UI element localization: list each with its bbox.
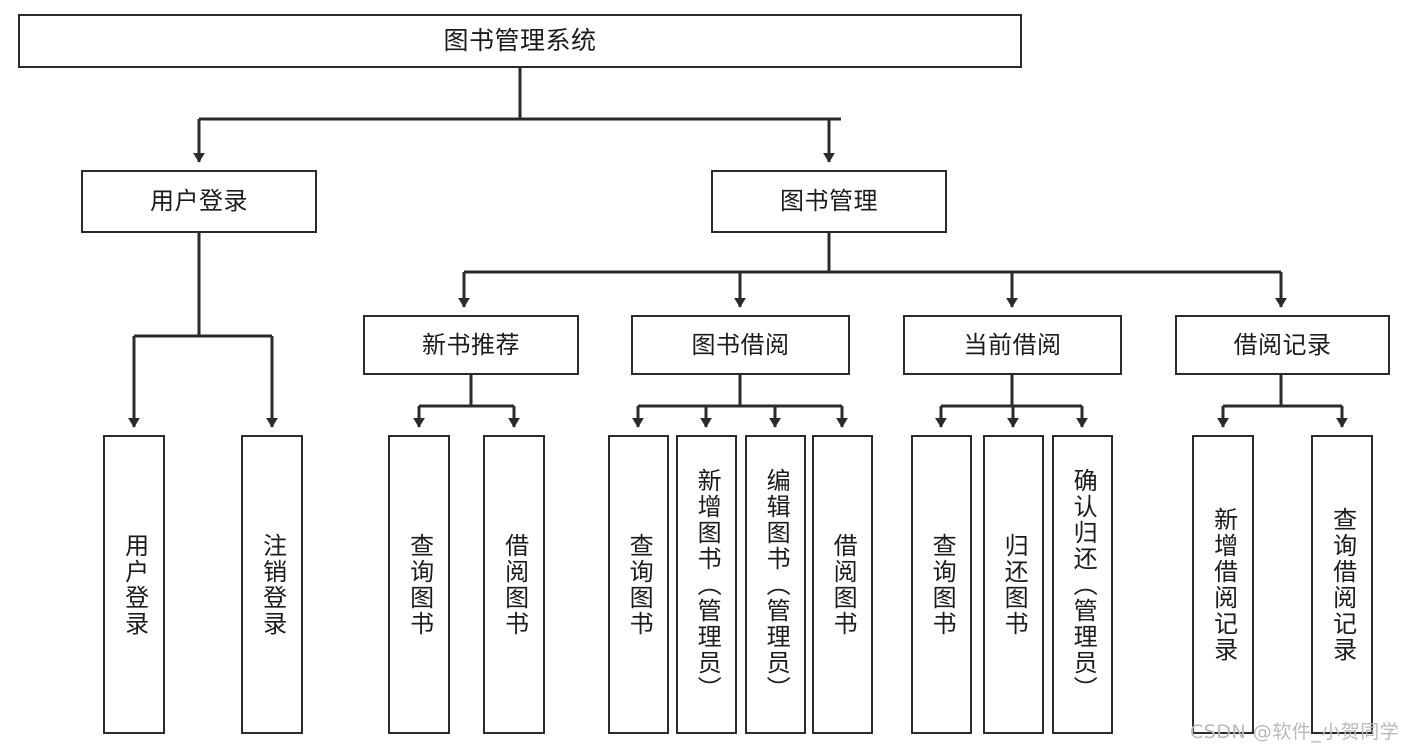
node-label: 图书借阅 — [691, 330, 790, 359]
node-label: 查询借阅记录 — [1328, 506, 1357, 663]
leaf-add-book-admin[interactable]: 新增图书（管理员） — [676, 435, 737, 734]
node-label: 归还图书 — [1000, 532, 1029, 637]
node-root-system[interactable]: 图书管理系统 — [18, 14, 1022, 68]
leaf-query-book-current[interactable]: 查询图书 — [911, 435, 972, 734]
node-label: 查询图书 — [928, 532, 957, 637]
node-label: 用户登录 — [150, 187, 248, 216]
node-label: 新书推荐 — [422, 330, 520, 359]
node-label: 图书管理 — [780, 187, 878, 216]
node-user-login[interactable]: 用户登录 — [81, 170, 317, 233]
node-label: 用户登录 — [120, 532, 149, 637]
leaf-borrow-book-recommend[interactable]: 借阅图书 — [483, 435, 545, 734]
leaf-query-borrow-record[interactable]: 查询借阅记录 — [1311, 435, 1373, 734]
node-label: 查询图书 — [405, 532, 434, 637]
leaf-user-login[interactable]: 用户登录 — [103, 435, 165, 734]
leaf-edit-book-admin[interactable]: 编辑图书（管理员） — [745, 435, 806, 734]
node-label: 注销登录 — [258, 532, 287, 637]
leaf-borrow-book[interactable]: 借阅图书 — [812, 435, 873, 734]
leaf-query-book-recommend[interactable]: 查询图书 — [388, 435, 450, 734]
leaf-return-book[interactable]: 归还图书 — [983, 435, 1044, 734]
node-label: 编辑图书（管理员） — [762, 467, 791, 702]
csdn-watermark: CSDN @软件_小贺同学 — [1190, 721, 1400, 743]
leaf-confirm-return-admin[interactable]: 确认归还（管理员） — [1052, 435, 1113, 734]
node-label: 借阅图书 — [829, 532, 858, 637]
node-borrow-record[interactable]: 借阅记录 — [1175, 315, 1390, 375]
leaf-logout[interactable]: 注销登录 — [241, 435, 303, 734]
node-label: 当前借阅 — [963, 330, 1062, 359]
node-label: 确认归还（管理员） — [1069, 467, 1098, 702]
node-label: 新增借阅记录 — [1209, 506, 1238, 663]
leaf-add-borrow-record[interactable]: 新增借阅记录 — [1192, 435, 1254, 734]
node-label: 图书管理系统 — [443, 26, 597, 56]
node-book-borrow[interactable]: 图书借阅 — [631, 315, 850, 375]
node-label: 借阅图书 — [500, 532, 529, 637]
leaf-query-book-borrow[interactable]: 查询图书 — [608, 435, 669, 734]
node-book-manage[interactable]: 图书管理 — [711, 170, 947, 233]
node-new-book-recommend[interactable]: 新书推荐 — [363, 315, 579, 375]
node-label: 查询图书 — [625, 532, 654, 637]
node-label: 新增图书（管理员） — [693, 467, 722, 702]
node-current-borrow[interactable]: 当前借阅 — [903, 315, 1122, 375]
node-label: 借阅记录 — [1233, 330, 1332, 359]
